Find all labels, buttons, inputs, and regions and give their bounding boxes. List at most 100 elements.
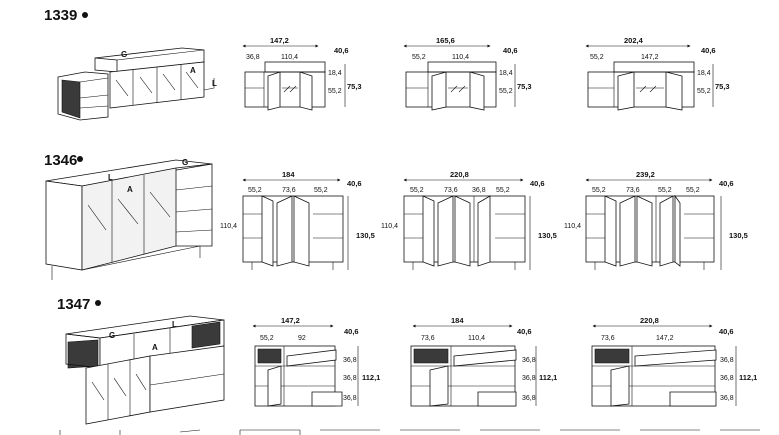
variant-1346-1: 184 40,6 55,2 73,6 55,2 110,4 130,5 [220,170,375,270]
dim-sub: 110,4 [281,54,298,61]
dim-width: 239,2 [636,170,655,179]
variant-1339-3: 202,4 40,6 55,2 147,2 18,4 55,2 75,3 [585,36,730,111]
dim-total-height: 75,3 [517,82,532,91]
available-dot-icon [95,300,101,306]
dim-sub: 147,2 [641,54,659,61]
dim-total-height: 75,3 [347,82,362,91]
dim-height: 18,4 [328,70,342,77]
cropped-next-row [59,429,760,435]
dim-width: 220,8 [640,316,659,325]
dim-sub: 55,2 [260,335,274,342]
dim-height: 18,4 [499,70,513,77]
dim-sub: 55,2 [686,187,700,194]
dim-sub: 73,6 [421,335,435,342]
perspective-label-l: L [212,79,217,88]
dim-height: 36,8 [720,395,734,402]
dim-sub: 73,6 [601,335,615,342]
dim-sub: 110,4 [468,335,485,342]
dim-left-height: 110,4 [564,223,581,230]
dim-sub: 55,2 [314,187,328,194]
variant-1347-1: 147,2 40,6 55,2 92 36,8 36,8 36,8 112,1 [252,316,380,407]
dim-width: 202,4 [624,36,644,45]
dim-sub: 92 [298,335,306,342]
dim-total-height: 112,1 [362,373,380,382]
dim-width: 184 [282,170,295,179]
dim-depth: 40,6 [719,327,734,336]
dim-total-height: 130,5 [729,231,748,240]
dim-left-height: 110,4 [381,223,398,230]
dim-depth: 40,6 [517,327,532,336]
perspective-label-l: L [108,173,113,182]
dim-sub: 36,8 [472,187,486,194]
dim-height: 55,2 [328,88,342,95]
dim-total-height: 112,1 [539,373,557,382]
dim-sub: 147,2 [656,335,674,342]
dim-height: 36,8 [343,357,357,364]
perspective-label-a: A [152,343,158,352]
dim-height: 36,8 [720,375,734,382]
dim-sub: 110,4 [452,54,469,61]
perspective-label-g: G [109,331,115,340]
dim-width: 184 [451,316,464,325]
model-code-1339: 1339 [44,7,77,24]
dim-width: 147,2 [281,316,300,325]
dim-left-height: 110,4 [220,223,237,230]
variant-1346-2: 220,8 40,6 55,2 73,6 36,8 55,2 110,4 130… [381,170,557,270]
dim-sub: 55,2 [592,187,606,194]
dim-sub: 55,2 [410,187,424,194]
variant-1339-1: 147,2 40,6 36,8 110,4 18,4 55,2 75,3 [242,36,362,111]
model-1347-section: 1347 G L A 147,2 40,6 55,2 92 [57,296,757,425]
dim-depth: 40,6 [344,327,359,336]
perspective-label-a: A [127,185,133,194]
variant-1347-3: 220,8 40,6 73,6 147,2 36,8 36,8 36,8 112… [591,316,757,407]
dim-total-height: 130,5 [538,231,557,240]
model-1346-section: 1346 L A G 184 40,6 55,2 73,6 55,2 [44,152,748,280]
model-1339-section: 1339 G A L 147,2 40,6 36,8 [44,7,730,121]
dim-height: 36,8 [522,357,536,364]
variant-1347-2: 184 40,6 73,6 110,4 36,8 36,8 36,8 112,1 [410,316,557,407]
dim-sub: 73,6 [626,187,640,194]
dim-height: 55,2 [697,88,711,95]
dim-height: 36,8 [522,395,536,402]
dim-width: 165,6 [436,36,455,45]
dim-height: 36,8 [343,395,357,402]
dim-depth: 40,6 [347,179,362,188]
dim-total-height: 112,1 [739,373,757,382]
dim-sub: 73,6 [444,187,458,194]
perspective-label-a: A [190,66,196,75]
dim-sub: 55,2 [658,187,672,194]
variant-1339-2: 165,6 40,6 55,2 110,4 18,4 55,2 75,3 [403,36,532,111]
dim-sub: 36,8 [246,54,260,61]
perspective-label-g: G [182,158,188,167]
dim-height: 55,2 [499,88,513,95]
dim-height: 36,8 [343,375,357,382]
dim-sub: 55,2 [412,54,426,61]
available-dot-icon [82,12,88,18]
variant-1346-3: 239,2 40,6 55,2 73,6 55,2 55,2 110,4 130… [564,170,748,270]
dim-height: 36,8 [720,357,734,364]
dim-sub: 55,2 [496,187,510,194]
dim-sub: 55,2 [590,54,604,61]
perspective-view-1347: G L A [65,315,225,425]
dim-depth: 40,6 [530,179,545,188]
dim-total-height: 75,3 [715,82,730,91]
dim-width: 220,8 [450,170,469,179]
model-code-1347: 1347 [57,296,90,313]
dim-depth: 40,6 [719,179,734,188]
model-code-1346: 1346 [44,152,77,169]
perspective-label-l: L [172,320,177,329]
dim-depth: 40,6 [334,46,349,55]
dim-total-height: 130,5 [356,231,375,240]
dim-height: 18,4 [697,70,711,77]
perspective-label-g: G [121,50,127,59]
available-dot-icon [77,156,83,162]
dim-sub: 55,2 [248,187,262,194]
dim-width: 147,2 [270,36,289,45]
dim-depth: 40,6 [503,46,518,55]
dim-depth: 40,6 [701,46,716,55]
dim-sub: 73,6 [282,187,296,194]
dim-height: 36,8 [522,375,536,382]
perspective-view-1339: G A L [57,47,217,121]
perspective-view-1346: L A G [45,158,213,280]
